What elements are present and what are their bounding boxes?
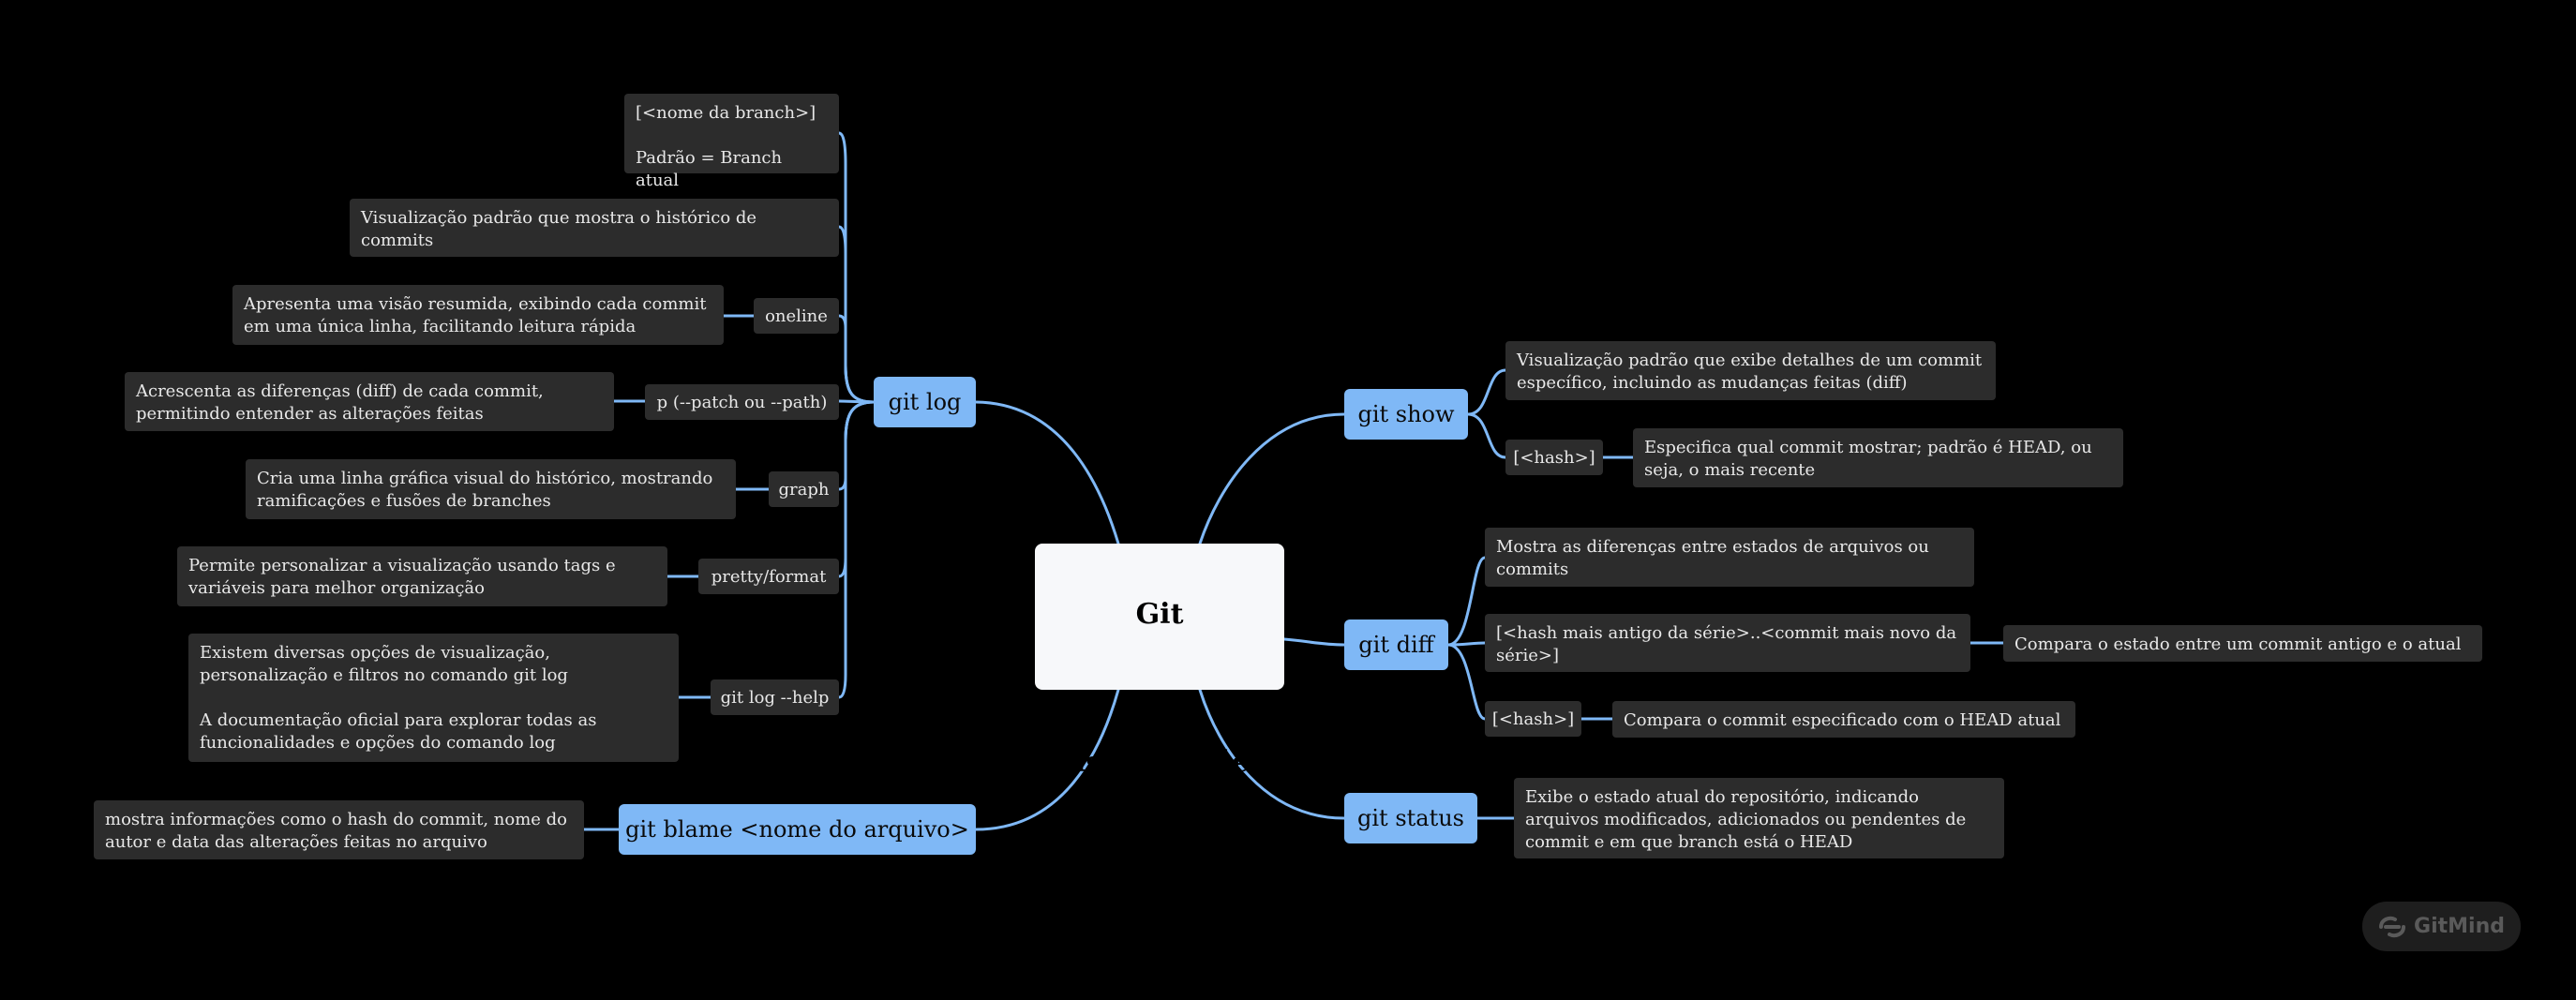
git-log-pretty-desc[interactable]: Permite personalizar a visualização usan… bbox=[177, 546, 667, 606]
link-git-log-help bbox=[837, 400, 876, 699]
link-root-git-show bbox=[1198, 412, 1346, 545]
git-log-node[interactable]: git log bbox=[874, 377, 976, 427]
git-log-pretty-node[interactable]: pretty/format bbox=[698, 559, 839, 594]
git-blame-desc[interactable]: mostra informações como o hash do commit… bbox=[94, 800, 584, 859]
git-log-oneline-desc[interactable]: Apresenta uma visão resumida, exibindo c… bbox=[232, 285, 724, 345]
link-root-git-status bbox=[1198, 688, 1346, 820]
root-subtitle: Visualizações bbox=[1054, 746, 1266, 779]
gitmind-logo[interactable]: GitMind bbox=[2362, 902, 2521, 951]
git-diff-hash-desc[interactable]: Compara o commit especificado com o HEAD… bbox=[1612, 701, 2075, 738]
git-diff-range-desc[interactable]: Compara o estado entre um commit antigo … bbox=[2003, 625, 2482, 662]
root-node[interactable]: Git Visualizações bbox=[1035, 544, 1284, 779]
git-log-help-node[interactable]: git log --help bbox=[711, 679, 839, 715]
link-diff-default bbox=[1446, 556, 1487, 647]
link-show-hash bbox=[1466, 412, 1507, 459]
brand-name: GitMind bbox=[2414, 915, 2505, 938]
link-root-git-log bbox=[974, 400, 1120, 545]
gitmind-logo-icon bbox=[2379, 916, 2406, 937]
git-blame-node[interactable]: git blame <nome do arquivo> bbox=[619, 804, 976, 855]
git-diff-range-node[interactable]: [<hash mais antigo da série>..<commit ma… bbox=[1485, 614, 1970, 672]
git-show-hash-node[interactable]: [<hash>] bbox=[1505, 440, 1603, 475]
git-diff-node[interactable]: git diff bbox=[1344, 619, 1448, 670]
git-show-node[interactable]: git show bbox=[1344, 389, 1468, 440]
git-diff-hash-node[interactable]: [<hash>] bbox=[1485, 701, 1581, 737]
git-status-node[interactable]: git status bbox=[1344, 793, 1477, 843]
git-log-patch-desc[interactable]: Acrescenta as diferenças (diff) de cada … bbox=[125, 372, 614, 431]
git-log-graph-node[interactable]: graph bbox=[769, 471, 839, 507]
link-diff-hash bbox=[1446, 643, 1487, 721]
link-root-git-diff bbox=[1282, 637, 1346, 647]
git-show-default-leaf[interactable]: Visualização padrão que exibe detalhes d… bbox=[1505, 341, 1996, 400]
link-git-log-oneline bbox=[837, 314, 876, 404]
git-show-hash-desc[interactable]: Especifica qual commit mostrar; padrão é… bbox=[1633, 428, 2123, 487]
link-root-git-blame bbox=[974, 688, 1120, 831]
link-git-log-default bbox=[837, 225, 876, 404]
git-diff-default-leaf[interactable]: Mostra as diferenças entre estados de ar… bbox=[1485, 528, 1974, 587]
link-show-default bbox=[1466, 368, 1507, 416]
git-log-oneline-node[interactable]: oneline bbox=[754, 298, 839, 334]
git-log-default-leaf[interactable]: Visualização padrão que mostra o históri… bbox=[350, 199, 839, 257]
git-log-branch-leaf[interactable]: [<nome da branch>] Padrão = Branch atual bbox=[624, 94, 839, 190]
root-title: Git bbox=[1135, 598, 1184, 631]
git-log-patch-node[interactable]: p (--patch ou --path) bbox=[645, 384, 839, 420]
git-log-graph-desc[interactable]: Cria uma linha gráfica visual do históri… bbox=[246, 459, 736, 519]
git-status-desc[interactable]: Exibe o estado atual do repositório, ind… bbox=[1514, 778, 2004, 858]
git-log-help-desc[interactable]: Existem diversas opções de visualização,… bbox=[188, 634, 679, 762]
